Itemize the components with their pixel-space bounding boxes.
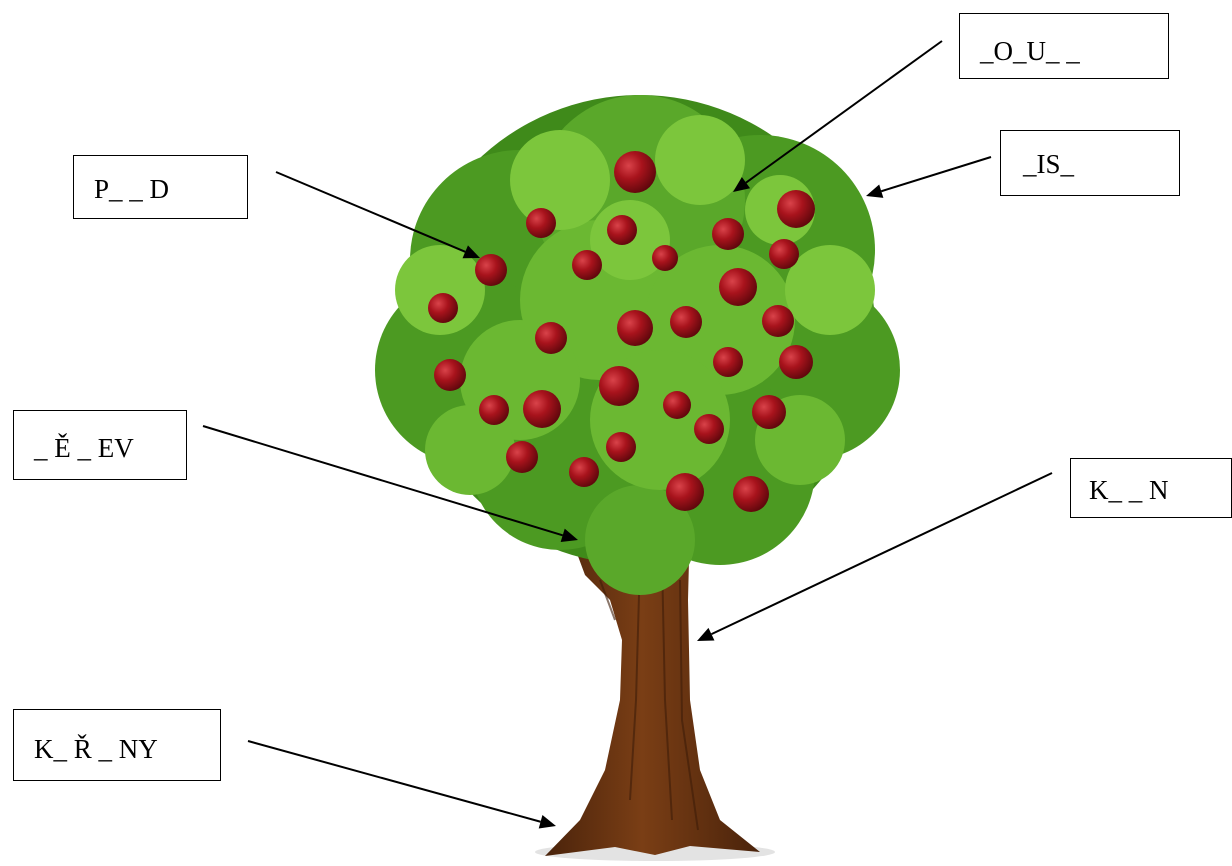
apple (475, 254, 507, 286)
apple (779, 345, 813, 379)
arrow-line (275, 171, 466, 253)
apple (666, 473, 704, 511)
tree-trunk (545, 520, 760, 856)
label-kmen: K_ _ N (1089, 475, 1169, 505)
arrow-plod (275, 171, 480, 259)
arrow-line (247, 740, 541, 823)
apple (479, 395, 509, 425)
arrow-line (711, 472, 1053, 636)
apple (777, 190, 815, 228)
arrow-kmen (697, 472, 1053, 641)
apple (663, 391, 691, 419)
arrow-line (745, 40, 943, 184)
label-box-kmen: K_ _ N (1070, 458, 1232, 518)
apple (752, 395, 786, 429)
apple (434, 359, 466, 391)
label-ovoce: _O_U_ _ (980, 36, 1080, 66)
label-plod: P_ _ D (94, 174, 170, 204)
apple (670, 306, 702, 338)
label-arrows (202, 40, 1053, 829)
apple (523, 390, 561, 428)
arrow-head (866, 184, 884, 198)
apple (614, 151, 656, 193)
apples (428, 151, 815, 512)
apple (572, 250, 602, 280)
apple (769, 239, 799, 269)
label-box-koreny: K_ Ř _ NY (13, 709, 221, 781)
label-box-plod: P_ _ D (73, 155, 248, 219)
label-vetev: _ Ě _ EV (34, 433, 134, 463)
apple (607, 215, 637, 245)
arrow-vetev (202, 425, 578, 543)
apple (526, 208, 556, 238)
arrow-head (697, 627, 715, 641)
arrow-head (462, 245, 480, 259)
apple (428, 293, 458, 323)
apple (652, 245, 678, 271)
apple (694, 414, 724, 444)
apple (762, 305, 794, 337)
apple (617, 310, 653, 346)
label-box-vetev: _ Ě _ EV (13, 410, 187, 480)
apple (535, 322, 567, 354)
apple (713, 347, 743, 377)
arrow-head (733, 176, 751, 192)
arrow-ovoce (733, 40, 943, 192)
label-list: _IS_ (1023, 149, 1075, 179)
apple (599, 366, 639, 406)
apple (733, 476, 769, 512)
trunk-texture (599, 559, 699, 831)
arrow-koreny (247, 740, 556, 829)
arrow-line (202, 425, 563, 537)
arrow-line (880, 156, 992, 193)
label-box-ovoce: _O_U_ _ (959, 13, 1169, 79)
apple (712, 218, 744, 250)
arrow-head (560, 528, 578, 543)
apple (569, 457, 599, 487)
apple (506, 441, 538, 473)
apple (719, 268, 757, 306)
arrow-head (538, 814, 556, 829)
label-koreny: K_ Ř _ NY (34, 734, 158, 764)
arrow-list (866, 156, 992, 198)
apple (606, 432, 636, 462)
label-box-list: _IS_ (1000, 130, 1180, 196)
